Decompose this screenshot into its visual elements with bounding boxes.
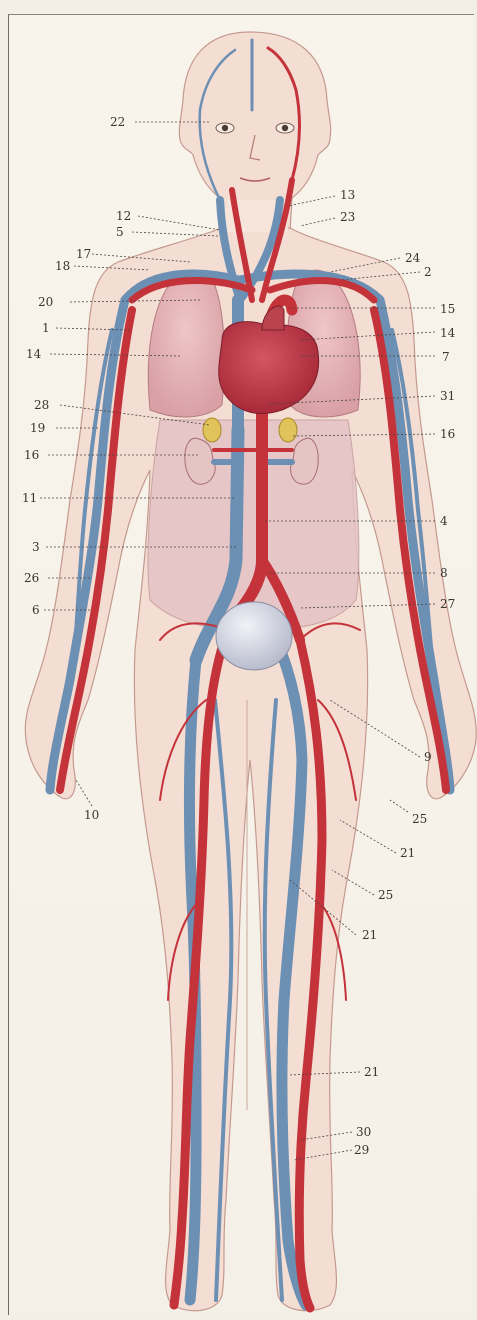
label-2: 2: [424, 265, 432, 279]
label-19: 19: [30, 421, 45, 435]
right-iris: [282, 125, 288, 131]
label-5: 5: [116, 225, 124, 239]
label-14-left: 14: [26, 347, 42, 361]
label-15: 15: [440, 302, 455, 316]
leader-13: [288, 196, 335, 206]
label-29: 29: [354, 1143, 369, 1157]
label-3: 3: [32, 540, 40, 554]
body-silhouette: [25, 32, 476, 1311]
leader-10: [76, 780, 92, 806]
label-4: 4: [440, 514, 448, 528]
label-13: 13: [340, 188, 355, 202]
left-iris: [222, 125, 228, 131]
left-adrenal: [203, 418, 221, 442]
label-9: 9: [424, 750, 432, 764]
label-23: 23: [340, 210, 355, 224]
label-25-upper: 25: [412, 812, 427, 826]
leader-23: [300, 218, 335, 226]
label-10: 10: [84, 808, 99, 822]
label-21-middle: 21: [362, 928, 377, 942]
label-16-right: 16: [440, 427, 455, 441]
leader-12: [138, 216, 220, 230]
label-20: 20: [38, 295, 53, 309]
label-6: 6: [32, 603, 40, 617]
label-8: 8: [440, 566, 448, 580]
label-12: 12: [116, 209, 131, 223]
label-27: 27: [440, 597, 455, 611]
label-14-right: 14: [440, 326, 456, 340]
right-adrenal: [279, 418, 297, 442]
label-24: 24: [405, 251, 421, 265]
label-18: 18: [55, 259, 70, 273]
label-25-lower: 25: [378, 888, 393, 902]
label-30: 30: [356, 1125, 371, 1139]
label-7: 7: [442, 350, 450, 364]
label-21-upper: 21: [400, 846, 415, 860]
label-11: 11: [22, 491, 37, 505]
label-28: 28: [34, 398, 49, 412]
leader-25a: [390, 800, 408, 812]
label-22: 22: [110, 115, 125, 129]
label-16-left: 16: [24, 448, 39, 462]
label-31: 31: [440, 389, 455, 403]
label-1: 1: [42, 321, 50, 335]
label-17: 17: [76, 247, 91, 261]
label-21-lower: 21: [364, 1065, 379, 1079]
bladder: [216, 602, 292, 670]
label-26: 26: [24, 571, 39, 585]
